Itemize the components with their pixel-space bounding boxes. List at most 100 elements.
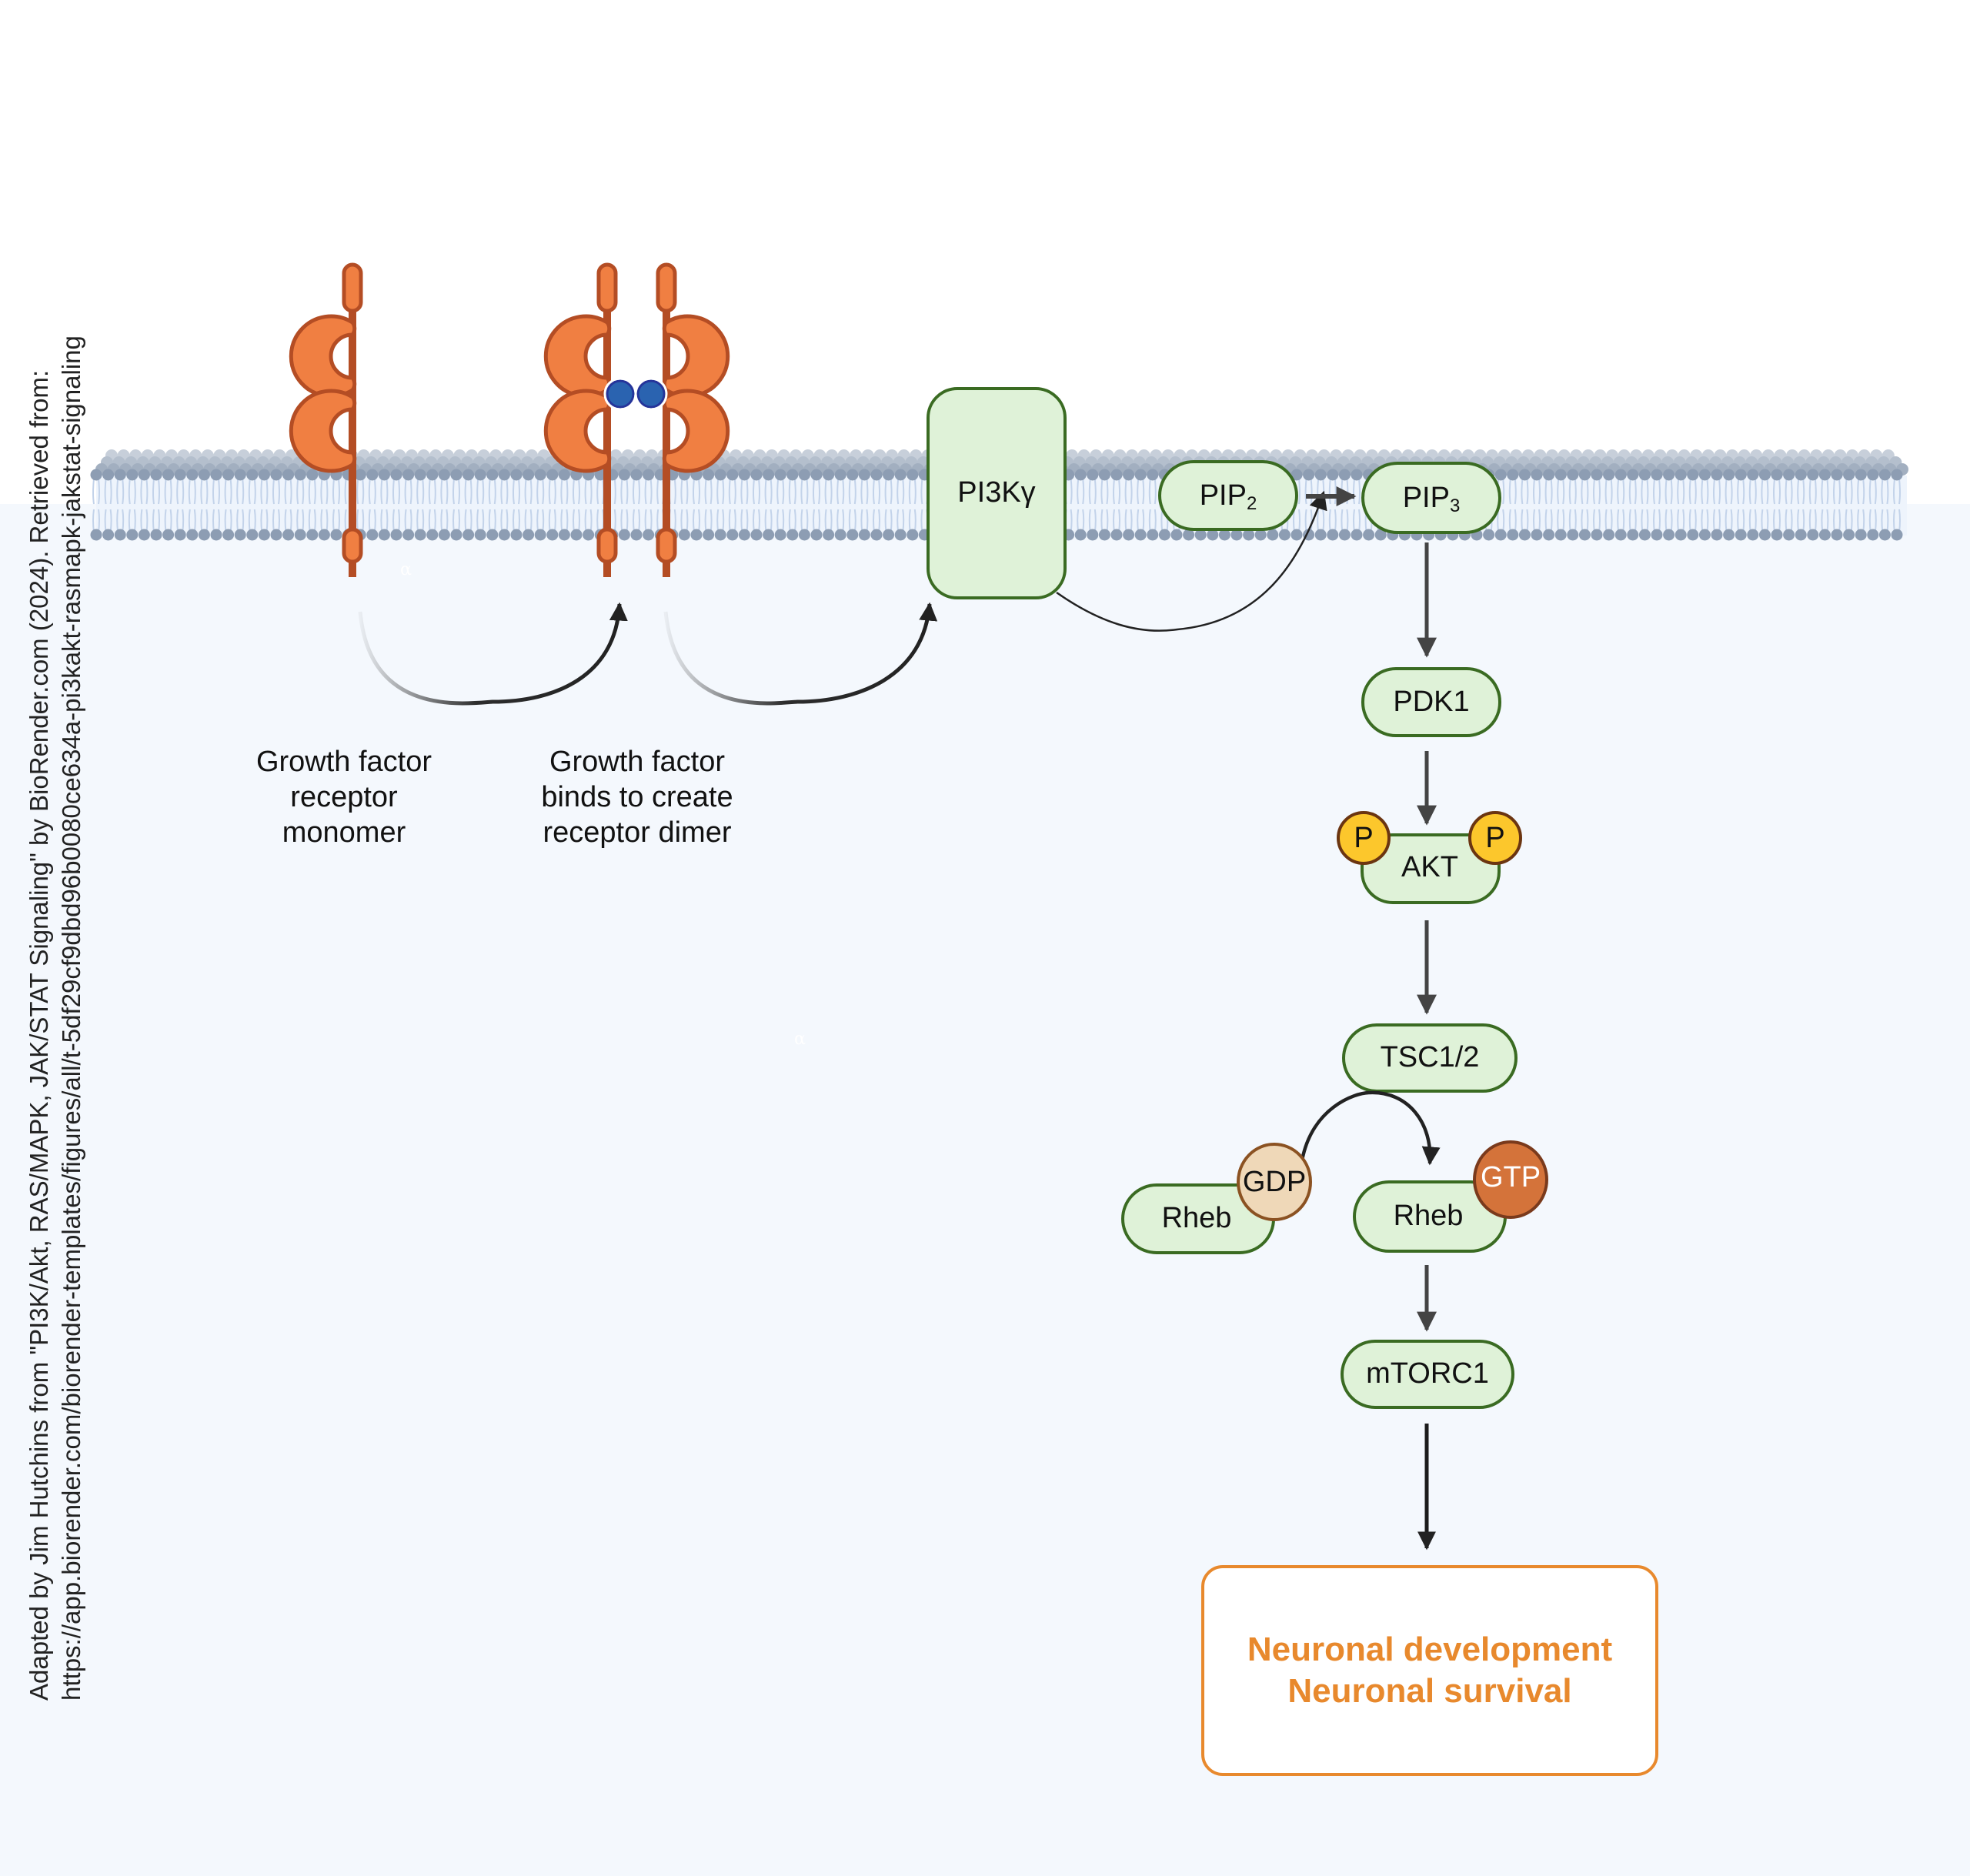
lipid-head [798,529,810,541]
lipid-tail [1664,478,1673,533]
lipid-tail [1773,478,1781,533]
pip2-node[interactable]: PIP2 [1158,460,1298,531]
lipid-head [1867,529,1879,541]
pdk1-node[interactable]: PDK1 [1361,667,1501,737]
lipid-tail [897,478,905,533]
lipid-head [1074,469,1087,481]
lipid-tail [320,478,329,533]
lipid-tail [1785,478,1793,533]
lipid-head [1327,529,1339,541]
lipid-head [1243,529,1255,541]
lipid-tail [92,478,100,533]
lipid-head [1867,469,1879,481]
lipid-tail [152,478,160,533]
lipid-tail [584,478,593,533]
lipid-head [1651,469,1663,481]
lipid-head [390,529,402,541]
lipid-tail [296,478,305,533]
lipid-head [1614,469,1627,481]
lipid-head [1207,529,1219,541]
lipid-head [618,469,630,481]
lipid-tail [800,478,809,533]
lipid-head [630,469,643,481]
lipid-head [210,469,222,481]
arrow-rheb-gdp-to-gtp [1300,1090,1441,1166]
tsc-node[interactable]: TSC1/2 [1342,1023,1518,1093]
lipid-tail [848,478,856,533]
rheb-gtp-node[interactable]: Rheb GTP [1353,1140,1548,1253]
outcome-line-1: Neuronal development [1247,1631,1613,1668]
lipid-head [810,529,823,541]
lipid-head [474,469,486,481]
rheb-gdp-node[interactable]: Rheb GDP [1121,1143,1312,1254]
lipid-tail [1617,478,1625,533]
lipid-head [834,529,846,541]
lipid-head [1291,469,1303,481]
lipid-head [558,529,570,541]
lipid-head [1735,469,1747,481]
lipid-head [306,529,319,541]
lipid-head [1698,469,1711,481]
akt-node[interactable]: AKT P P [1337,811,1522,904]
rheb-label: Rheb [1394,1200,1464,1232]
lipid-tail [1881,478,1889,533]
lipid-tail [476,478,485,533]
lipid-head [630,529,643,541]
lipid-tail [308,478,316,533]
lipid-tail [128,478,136,533]
lipid-tail [1833,478,1841,533]
lipid-head [643,469,655,481]
lipid-head [1374,529,1387,541]
lipid-tail [1544,478,1553,533]
credit-line-2: https://app.biorender.com/biorender-temp… [57,335,85,1701]
lipid-tail [1581,478,1589,533]
lipid-head [1758,469,1771,481]
lipid-head [546,469,559,481]
arrow-pi3k-to-pip3 [1056,490,1327,632]
lipid-head [823,469,835,481]
lipid-head [1518,529,1531,541]
lipid-tail [824,478,833,533]
stray-glyph: α [400,560,412,579]
lipid-head [1578,529,1591,541]
lipid-tail [1893,478,1901,533]
lipid-head [1638,529,1651,541]
lipid-head [1098,469,1110,481]
lipid-tail [224,478,232,533]
lipid-head [378,469,390,481]
lipid-tail [1604,478,1613,533]
pip3-node[interactable]: PIP3 [1361,462,1501,534]
lipid-tail [884,478,893,533]
lipid-head [1218,529,1230,541]
lipid-head [1795,469,1807,481]
lipid-tail [1857,478,1865,533]
lipid-head [474,529,486,541]
lipid-head [1230,529,1243,541]
mtorc1-node[interactable]: mTORC1 [1341,1340,1514,1409]
lipid-head [150,469,162,481]
credit-line-1: Adapted by Jim Hutchins from "PI3K/Akt, … [25,369,53,1701]
lipid-head [354,469,366,481]
lipid-tail [284,478,292,533]
pdk1-label: PDK1 [1393,686,1469,718]
lipid-head [126,529,139,541]
lipid-tail [716,478,725,533]
lipid-tail [1677,478,1685,533]
lipid-head [1651,529,1663,541]
lipid-tail [860,478,869,533]
pi3k-node[interactable]: PI3Kγ [927,387,1067,599]
lipid-head [270,529,282,541]
lipid-tail [873,478,880,533]
lipid-head [786,529,799,541]
svg-text:binds to create: binds to create [541,781,733,813]
lipid-head [198,529,210,541]
pi3k-label: PI3Kγ [957,476,1035,509]
lipid-tail [500,478,509,533]
lipid-tail [164,478,172,533]
lipid-tail [1821,478,1829,533]
lipid-head [1818,529,1831,541]
lipid-head [402,529,415,541]
lipid-head [738,469,750,481]
lipid-head [438,469,450,481]
lipid-head [870,529,883,541]
